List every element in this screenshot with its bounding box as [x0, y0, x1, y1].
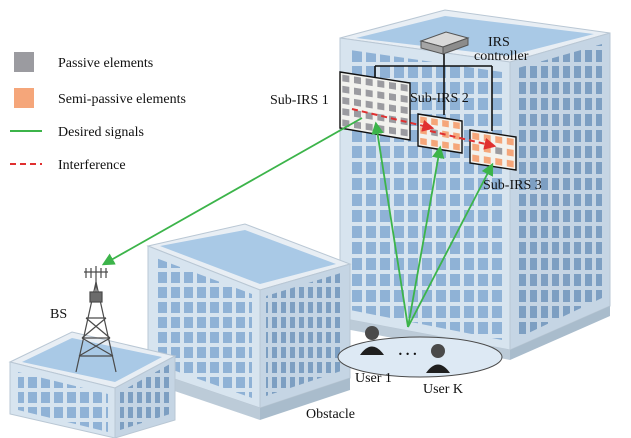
- obstacle-building: [146, 223, 352, 420]
- obstacle-label: Obstacle: [306, 407, 355, 422]
- user-k-icon: [426, 344, 450, 373]
- irs-element: [354, 87, 361, 96]
- user-area: [337, 336, 503, 378]
- legend-desired-label: Desired signals: [58, 125, 144, 140]
- irs-controller-icon: [419, 31, 470, 55]
- irs-element: [377, 124, 385, 133]
- desired-signal-user-to-irs1: [371, 121, 409, 328]
- irs-element: [354, 121, 361, 130]
- irs-element: [453, 121, 460, 130]
- irs-element: [342, 85, 350, 94]
- user-k-label: User K: [423, 382, 463, 397]
- irs-element: [420, 137, 427, 146]
- bs-label: BS: [50, 307, 67, 322]
- irs-controller-label-line1: IRS: [488, 35, 510, 50]
- irs-element: [342, 97, 350, 105]
- bs-tower-icon: [75, 266, 117, 373]
- irs-element: [472, 143, 480, 152]
- irs-element: [442, 119, 449, 128]
- irs-element: [389, 126, 396, 135]
- irs-element: [472, 154, 480, 163]
- irs-element: [354, 110, 361, 118]
- irs-element: [431, 139, 438, 148]
- irs-element: [400, 106, 408, 114]
- irs-element: [377, 102, 385, 111]
- irs-element: [506, 148, 514, 157]
- legend: Passive elements Semi-passive elements D…: [10, 52, 186, 173]
- desired-signal-irs1-to-bs: [101, 117, 363, 266]
- irs-element: [483, 145, 491, 153]
- irs-element: [453, 132, 460, 140]
- irs-element: [442, 141, 449, 149]
- irs-element: [377, 80, 385, 88]
- passive-swatch: [14, 52, 34, 72]
- irs-element: [420, 116, 427, 124]
- irs-element: [400, 94, 408, 103]
- legend-interference-label: Interference: [58, 158, 126, 173]
- sub-irs-1-label: Sub-IRS 1: [270, 93, 329, 108]
- desired-signal-user-to-irs2: [407, 145, 445, 328]
- irs-element: [420, 127, 427, 135]
- irs-element: [400, 83, 408, 92]
- legend-passive-label: Passive elements: [58, 56, 153, 71]
- irs-element: [400, 128, 408, 137]
- sub-irs-1: [339, 71, 411, 141]
- control-wires: [374, 54, 493, 131]
- sub-irs-3-label: Sub-IRS 3: [483, 178, 542, 193]
- user-1-label: User 1: [355, 371, 392, 386]
- irs-element: [389, 104, 396, 113]
- sub-irs-3: [469, 129, 517, 171]
- irs-element: [365, 78, 373, 87]
- irs-element: [365, 89, 373, 98]
- irs-element: [483, 156, 491, 164]
- irs-element: [506, 137, 514, 146]
- irs-element: [342, 108, 350, 117]
- interference-arrow-1: [351, 108, 435, 132]
- irs-element: [365, 100, 373, 109]
- bs-building: [8, 331, 177, 438]
- irs-element: [342, 74, 350, 83]
- irs-element: [389, 81, 396, 90]
- irs-element: [389, 93, 396, 101]
- irs-element: [354, 98, 361, 107]
- semi-passive-swatch: [14, 88, 34, 108]
- irs-element: [495, 147, 503, 155]
- sub-irs-2-label: Sub-IRS 2: [410, 91, 469, 106]
- interference-arrow-2: [429, 130, 497, 150]
- user-1-icon: [360, 326, 384, 355]
- irs-element: [365, 111, 373, 120]
- legend-semi-passive-label: Semi-passive elements: [58, 92, 186, 107]
- irs-element: [506, 159, 514, 168]
- irs-element: [377, 113, 385, 122]
- irs-element: [453, 143, 460, 151]
- desired-signal-user-to-irs3: [407, 162, 494, 328]
- irs-controller-label-line2: controller: [474, 49, 529, 64]
- user-ellipsis: • • •: [398, 350, 417, 359]
- irs-element: [495, 158, 503, 166]
- irs-element: [495, 136, 503, 144]
- irs-element: [431, 118, 438, 126]
- irs-element: [354, 76, 361, 85]
- irs-element: [472, 132, 480, 141]
- irs-element: [377, 91, 385, 100]
- irs-element: [365, 123, 373, 131]
- irs-element: [483, 134, 491, 142]
